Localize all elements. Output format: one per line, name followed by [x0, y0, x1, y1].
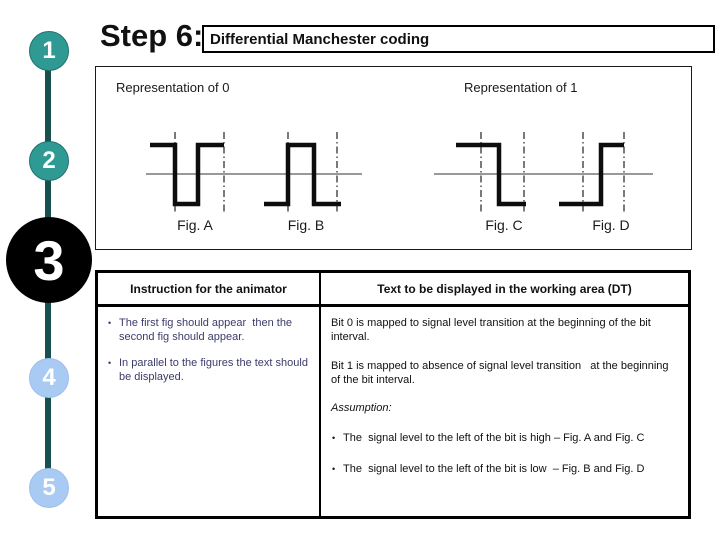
- instructions-header: Instruction for the animator: [98, 273, 319, 307]
- waveform-line: [264, 142, 341, 207]
- instructions-cell: The first fig should appear then the sec…: [98, 307, 319, 404]
- display-text-header: Text to be displayed in the working area…: [321, 273, 688, 307]
- bit1-text: Bit 1 is mapped to absence of signal lev…: [331, 359, 672, 386]
- step-circle-4: 4: [29, 358, 69, 398]
- table-column-display-text: Text to be displayed in the working area…: [321, 273, 688, 516]
- figure-label: Fig. C: [485, 217, 522, 233]
- figure-label: Fig. B: [288, 217, 325, 233]
- caption-representation-of-0: Representation of 0: [116, 80, 230, 95]
- step-circle-3-active: 3: [6, 217, 92, 303]
- instruction-bullet-2: In parallel to the figures the text shou…: [108, 356, 309, 385]
- display-text-cell: Bit 0 is mapped to signal level transiti…: [321, 307, 688, 501]
- bit0-text: Bit 0 is mapped to signal level transiti…: [331, 317, 654, 344]
- assumption-bullet-low: The signal level to the left of the bit …: [331, 462, 678, 476]
- table-column-instructions: Instruction for the animator The first f…: [98, 273, 321, 516]
- title-box-text: Differential Manchester coding: [210, 30, 430, 48]
- assumption-label: Assumption:: [331, 402, 392, 415]
- page-title: Step 6:: [100, 18, 204, 53]
- instruction-table: Instruction for the animator The first f…: [95, 270, 691, 519]
- figure-panel: Representation of 0 Representation of 1 …: [95, 66, 692, 250]
- instruction-bullet-1: The first fig should appear then the sec…: [108, 316, 309, 345]
- step-circle-5: 5: [29, 468, 69, 508]
- step-circle-2: 2: [29, 141, 69, 181]
- caption-representation-of-1: Representation of 1: [464, 80, 578, 95]
- waveform-line: [456, 142, 526, 207]
- waveform-line: [559, 142, 624, 207]
- assumption-bullet-high: The signal level to the left of the bit …: [331, 431, 678, 445]
- figure-label: Fig. A: [177, 217, 213, 233]
- step-circle-1: 1: [29, 31, 69, 71]
- waveform-line: [150, 142, 224, 207]
- figure-label: Fig. D: [592, 217, 629, 233]
- title-box: Differential Manchester coding: [202, 25, 715, 53]
- waveform-svg: Fig. A Fig. B Fig. C Fig. D: [146, 132, 653, 233]
